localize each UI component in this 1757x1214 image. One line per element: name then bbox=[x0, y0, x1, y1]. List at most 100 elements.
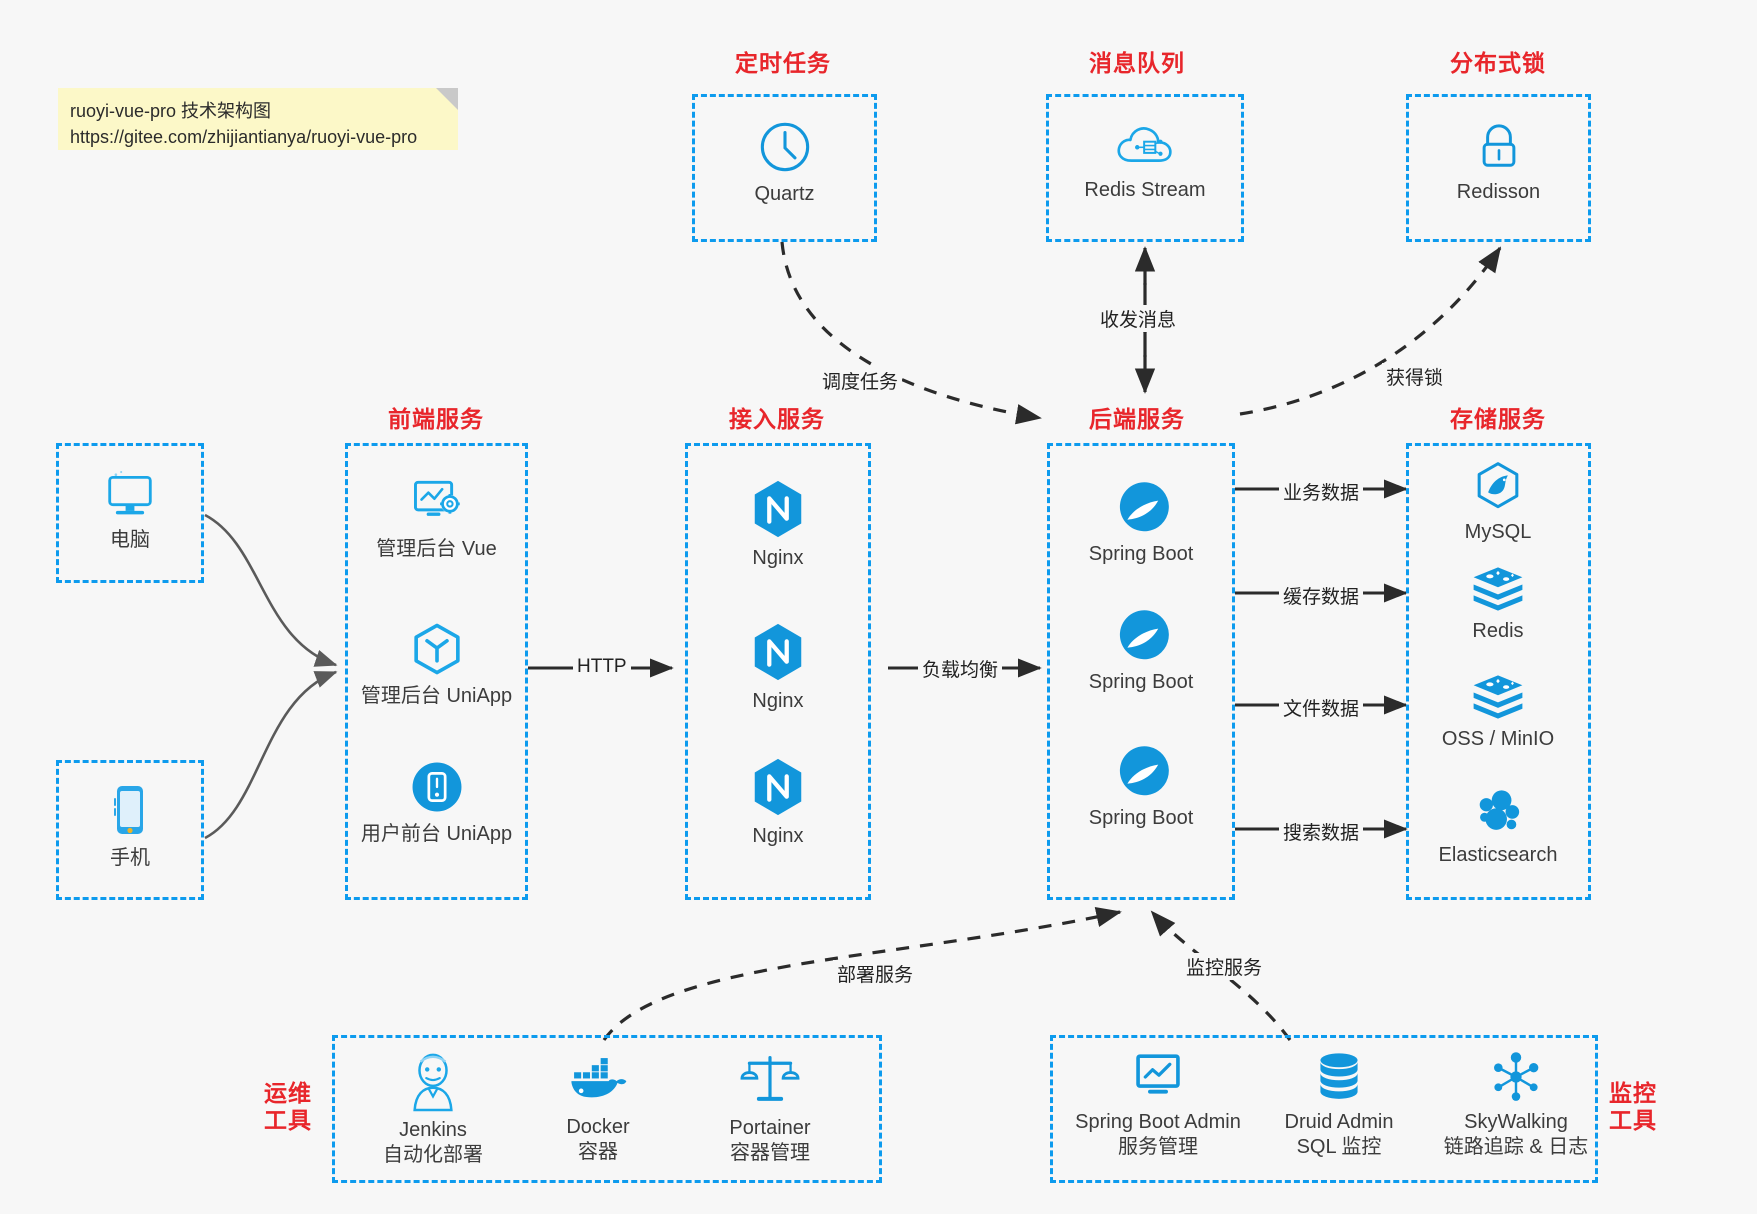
node-skywalking[interactable]: SkyWalking 链路追踪 & 日志 bbox=[1421, 1050, 1611, 1160]
edge-label-schedule-task: 调度任务 bbox=[818, 367, 903, 394]
group-title-devops: 运维 工具 bbox=[264, 1080, 312, 1134]
group-box-gateway bbox=[685, 443, 871, 900]
scales-icon bbox=[740, 1056, 800, 1101]
node-label: OSS / MinIO bbox=[1441, 728, 1555, 750]
node-redisson[interactable]: Redisson bbox=[1436, 118, 1561, 205]
node-jenkins[interactable]: Jenkins 自动化部署 bbox=[353, 1050, 513, 1168]
node-label: Docker bbox=[566, 1116, 630, 1138]
node-admin-vue[interactable]: 管理后台 Vue bbox=[360, 475, 513, 562]
spring-leaf-icon bbox=[1119, 482, 1169, 532]
spring-leaf-icon bbox=[1119, 610, 1169, 660]
node-druid-admin[interactable]: Druid Admin SQL 监控 bbox=[1259, 1050, 1419, 1160]
nginx-icon bbox=[754, 480, 802, 538]
group-box-client-mobile bbox=[56, 760, 204, 900]
node-elasticsearch[interactable]: Elasticsearch bbox=[1424, 785, 1572, 868]
node-label: 管理后台 UniApp bbox=[360, 685, 513, 707]
padlock-icon bbox=[1482, 124, 1515, 167]
group-title-scheduler: 定时任务 bbox=[735, 50, 831, 76]
node-spring-boot-admin[interactable]: Spring Boot Admin 服务管理 bbox=[1063, 1050, 1253, 1160]
node-sublabel: 服务管理 bbox=[1118, 1136, 1198, 1158]
cloud-network-icon bbox=[1117, 127, 1172, 162]
edge-label-file-data: 文件数据 bbox=[1279, 694, 1364, 721]
edge-label-load-balance: 负载均衡 bbox=[918, 655, 1003, 682]
group-box-client-desktop bbox=[56, 443, 204, 583]
node-mobile[interactable]: 手机 bbox=[78, 782, 182, 871]
group-title-monitor-line2: 工具 bbox=[1609, 1107, 1657, 1134]
edge-label-message: 收发消息 bbox=[1096, 305, 1181, 332]
node-label: 用户前台 UniApp bbox=[360, 823, 513, 845]
node-spring-boot-1[interactable]: Spring Boot bbox=[1068, 478, 1214, 567]
desktop-monitor-icon bbox=[108, 471, 152, 515]
group-title-frontend: 前端服务 bbox=[388, 406, 484, 432]
node-redis-stream[interactable]: Redis Stream bbox=[1078, 120, 1212, 203]
edge-label-deploy-service: 部署服务 bbox=[833, 960, 918, 987]
node-label: 电脑 bbox=[110, 529, 150, 551]
group-title-monitor: 监控 工具 bbox=[1609, 1080, 1657, 1134]
edge-label-business-data: 业务数据 bbox=[1279, 478, 1364, 505]
node-label: Nginx bbox=[752, 825, 804, 847]
node-sublabel: 容器管理 bbox=[730, 1142, 810, 1164]
node-spring-boot-3[interactable]: Spring Boot bbox=[1068, 742, 1214, 831]
note-line-2: https://gitee.com/zhijiantianya/ruoyi-vu… bbox=[70, 127, 418, 148]
node-label: Druid Admin bbox=[1284, 1111, 1394, 1133]
elasticsearch-icon bbox=[1479, 790, 1520, 830]
node-label: Jenkins bbox=[399, 1119, 467, 1141]
node-spring-boot-2[interactable]: Spring Boot bbox=[1068, 606, 1214, 695]
mobile-phone-icon bbox=[114, 786, 143, 834]
group-box-mq bbox=[1046, 94, 1244, 242]
node-sublabel: 自动化部署 bbox=[383, 1144, 483, 1166]
note-line-1: ruoyi-vue-pro 技术架构图 bbox=[70, 101, 272, 121]
node-desktop[interactable]: 电脑 bbox=[78, 468, 182, 553]
group-box-monitor bbox=[1050, 1035, 1598, 1183]
docker-whale-icon bbox=[571, 1058, 627, 1098]
group-title-devops-line1: 运维 bbox=[264, 1080, 312, 1106]
node-label: Spring Boot Admin bbox=[1075, 1111, 1241, 1133]
node-label: Redis Stream bbox=[1084, 179, 1206, 201]
edge-label-http: HTTP bbox=[573, 656, 631, 678]
mysql-dolphin-icon bbox=[1477, 462, 1519, 509]
group-box-lock bbox=[1406, 94, 1591, 242]
monitor-chart-icon bbox=[1136, 1054, 1180, 1094]
node-label: Redis bbox=[1472, 620, 1524, 642]
node-label: 管理后台 Vue bbox=[376, 538, 497, 560]
node-admin-uniapp[interactable]: 管理后台 UniApp bbox=[360, 620, 513, 709]
group-title-lock: 分布式锁 bbox=[1450, 50, 1546, 76]
node-label: Elasticsearch bbox=[1438, 844, 1558, 866]
node-label: Portainer bbox=[729, 1117, 811, 1139]
node-sublabel: 链路追踪 & 日志 bbox=[1443, 1136, 1589, 1158]
node-portainer[interactable]: Portainer 容器管理 bbox=[684, 1052, 856, 1166]
note-fold-corner bbox=[436, 88, 458, 110]
edge-label-monitor-service: 监控服务 bbox=[1182, 953, 1267, 980]
node-nginx-1[interactable]: Nginx bbox=[718, 478, 838, 571]
spring-leaf-icon bbox=[1119, 746, 1169, 796]
node-mysql[interactable]: MySQL bbox=[1424, 460, 1572, 545]
group-title-devops-line2: 工具 bbox=[264, 1107, 312, 1134]
node-user-uniapp[interactable]: 用户前台 UniApp bbox=[360, 758, 513, 847]
node-label: 手机 bbox=[110, 847, 150, 869]
node-oss-minio[interactable]: OSS / MinIO bbox=[1424, 673, 1572, 752]
node-label: Quartz bbox=[754, 183, 815, 205]
node-label: Spring Boot bbox=[1088, 807, 1194, 829]
node-label: Nginx bbox=[752, 690, 804, 712]
node-docker[interactable]: Docker 容器 bbox=[518, 1055, 678, 1165]
object-storage-icon bbox=[1473, 675, 1523, 719]
nginx-icon bbox=[754, 623, 802, 681]
group-box-devops bbox=[332, 1035, 882, 1183]
node-quartz[interactable]: Quartz bbox=[722, 118, 847, 207]
group-title-mq: 消息队列 bbox=[1089, 50, 1185, 76]
group-title-gateway: 接入服务 bbox=[729, 406, 825, 432]
node-label: SkyWalking bbox=[1464, 1111, 1568, 1133]
node-label: Spring Boot bbox=[1088, 543, 1194, 565]
clock-icon bbox=[760, 122, 809, 172]
node-nginx-3[interactable]: Nginx bbox=[718, 756, 838, 849]
skywalking-node-icon bbox=[1494, 1052, 1539, 1101]
node-nginx-2[interactable]: Nginx bbox=[718, 621, 838, 714]
group-title-backend: 后端服务 bbox=[1089, 406, 1185, 432]
cube-icon bbox=[413, 623, 460, 675]
mobile-app-icon bbox=[412, 762, 461, 812]
edge-label-get-lock: 获得锁 bbox=[1382, 363, 1448, 390]
group-box-frontend bbox=[345, 443, 528, 900]
node-redis[interactable]: Redis bbox=[1424, 565, 1572, 644]
redis-stack-icon bbox=[1473, 567, 1523, 611]
nginx-icon bbox=[754, 758, 802, 816]
